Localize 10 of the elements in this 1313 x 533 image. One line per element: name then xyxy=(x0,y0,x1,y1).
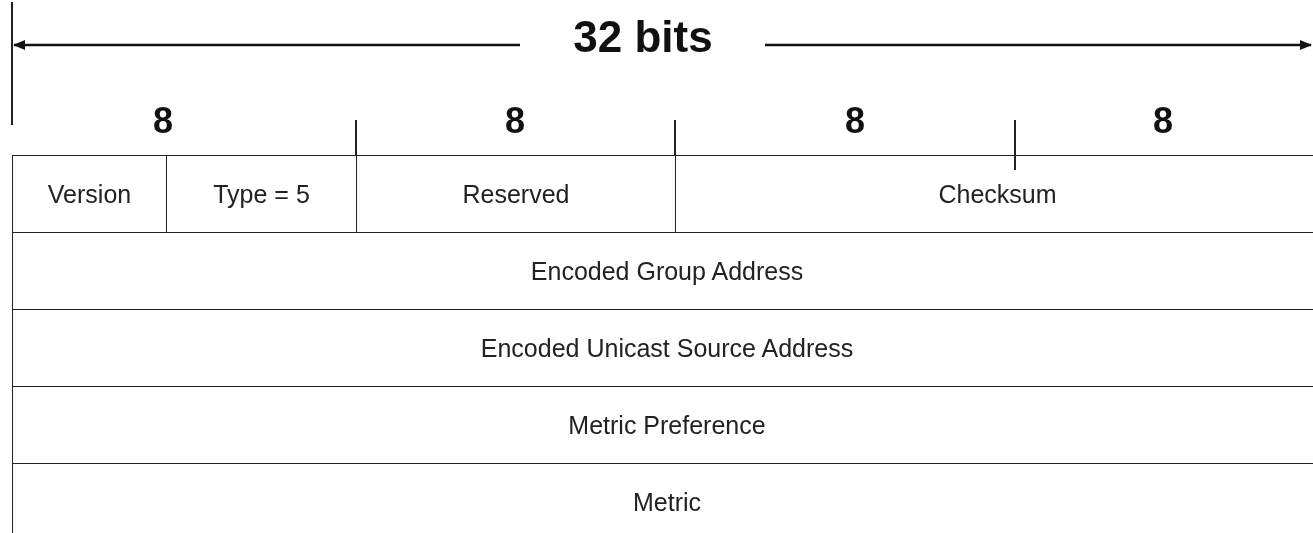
packet-field: Metric xyxy=(12,463,1313,533)
width-label: 32 bits xyxy=(573,12,713,62)
bit-count-label: 8 xyxy=(153,100,173,142)
packet-field: Version xyxy=(12,155,167,234)
bit-count-label: 8 xyxy=(845,100,865,142)
packet-field: Metric Preference xyxy=(12,386,1313,465)
packet-field: Encoded Unicast Source Address xyxy=(12,309,1313,388)
bit-count-label: 8 xyxy=(505,100,525,142)
bit-count-label: 8 xyxy=(1153,100,1173,142)
packet-field: Encoded Group Address xyxy=(12,232,1313,311)
